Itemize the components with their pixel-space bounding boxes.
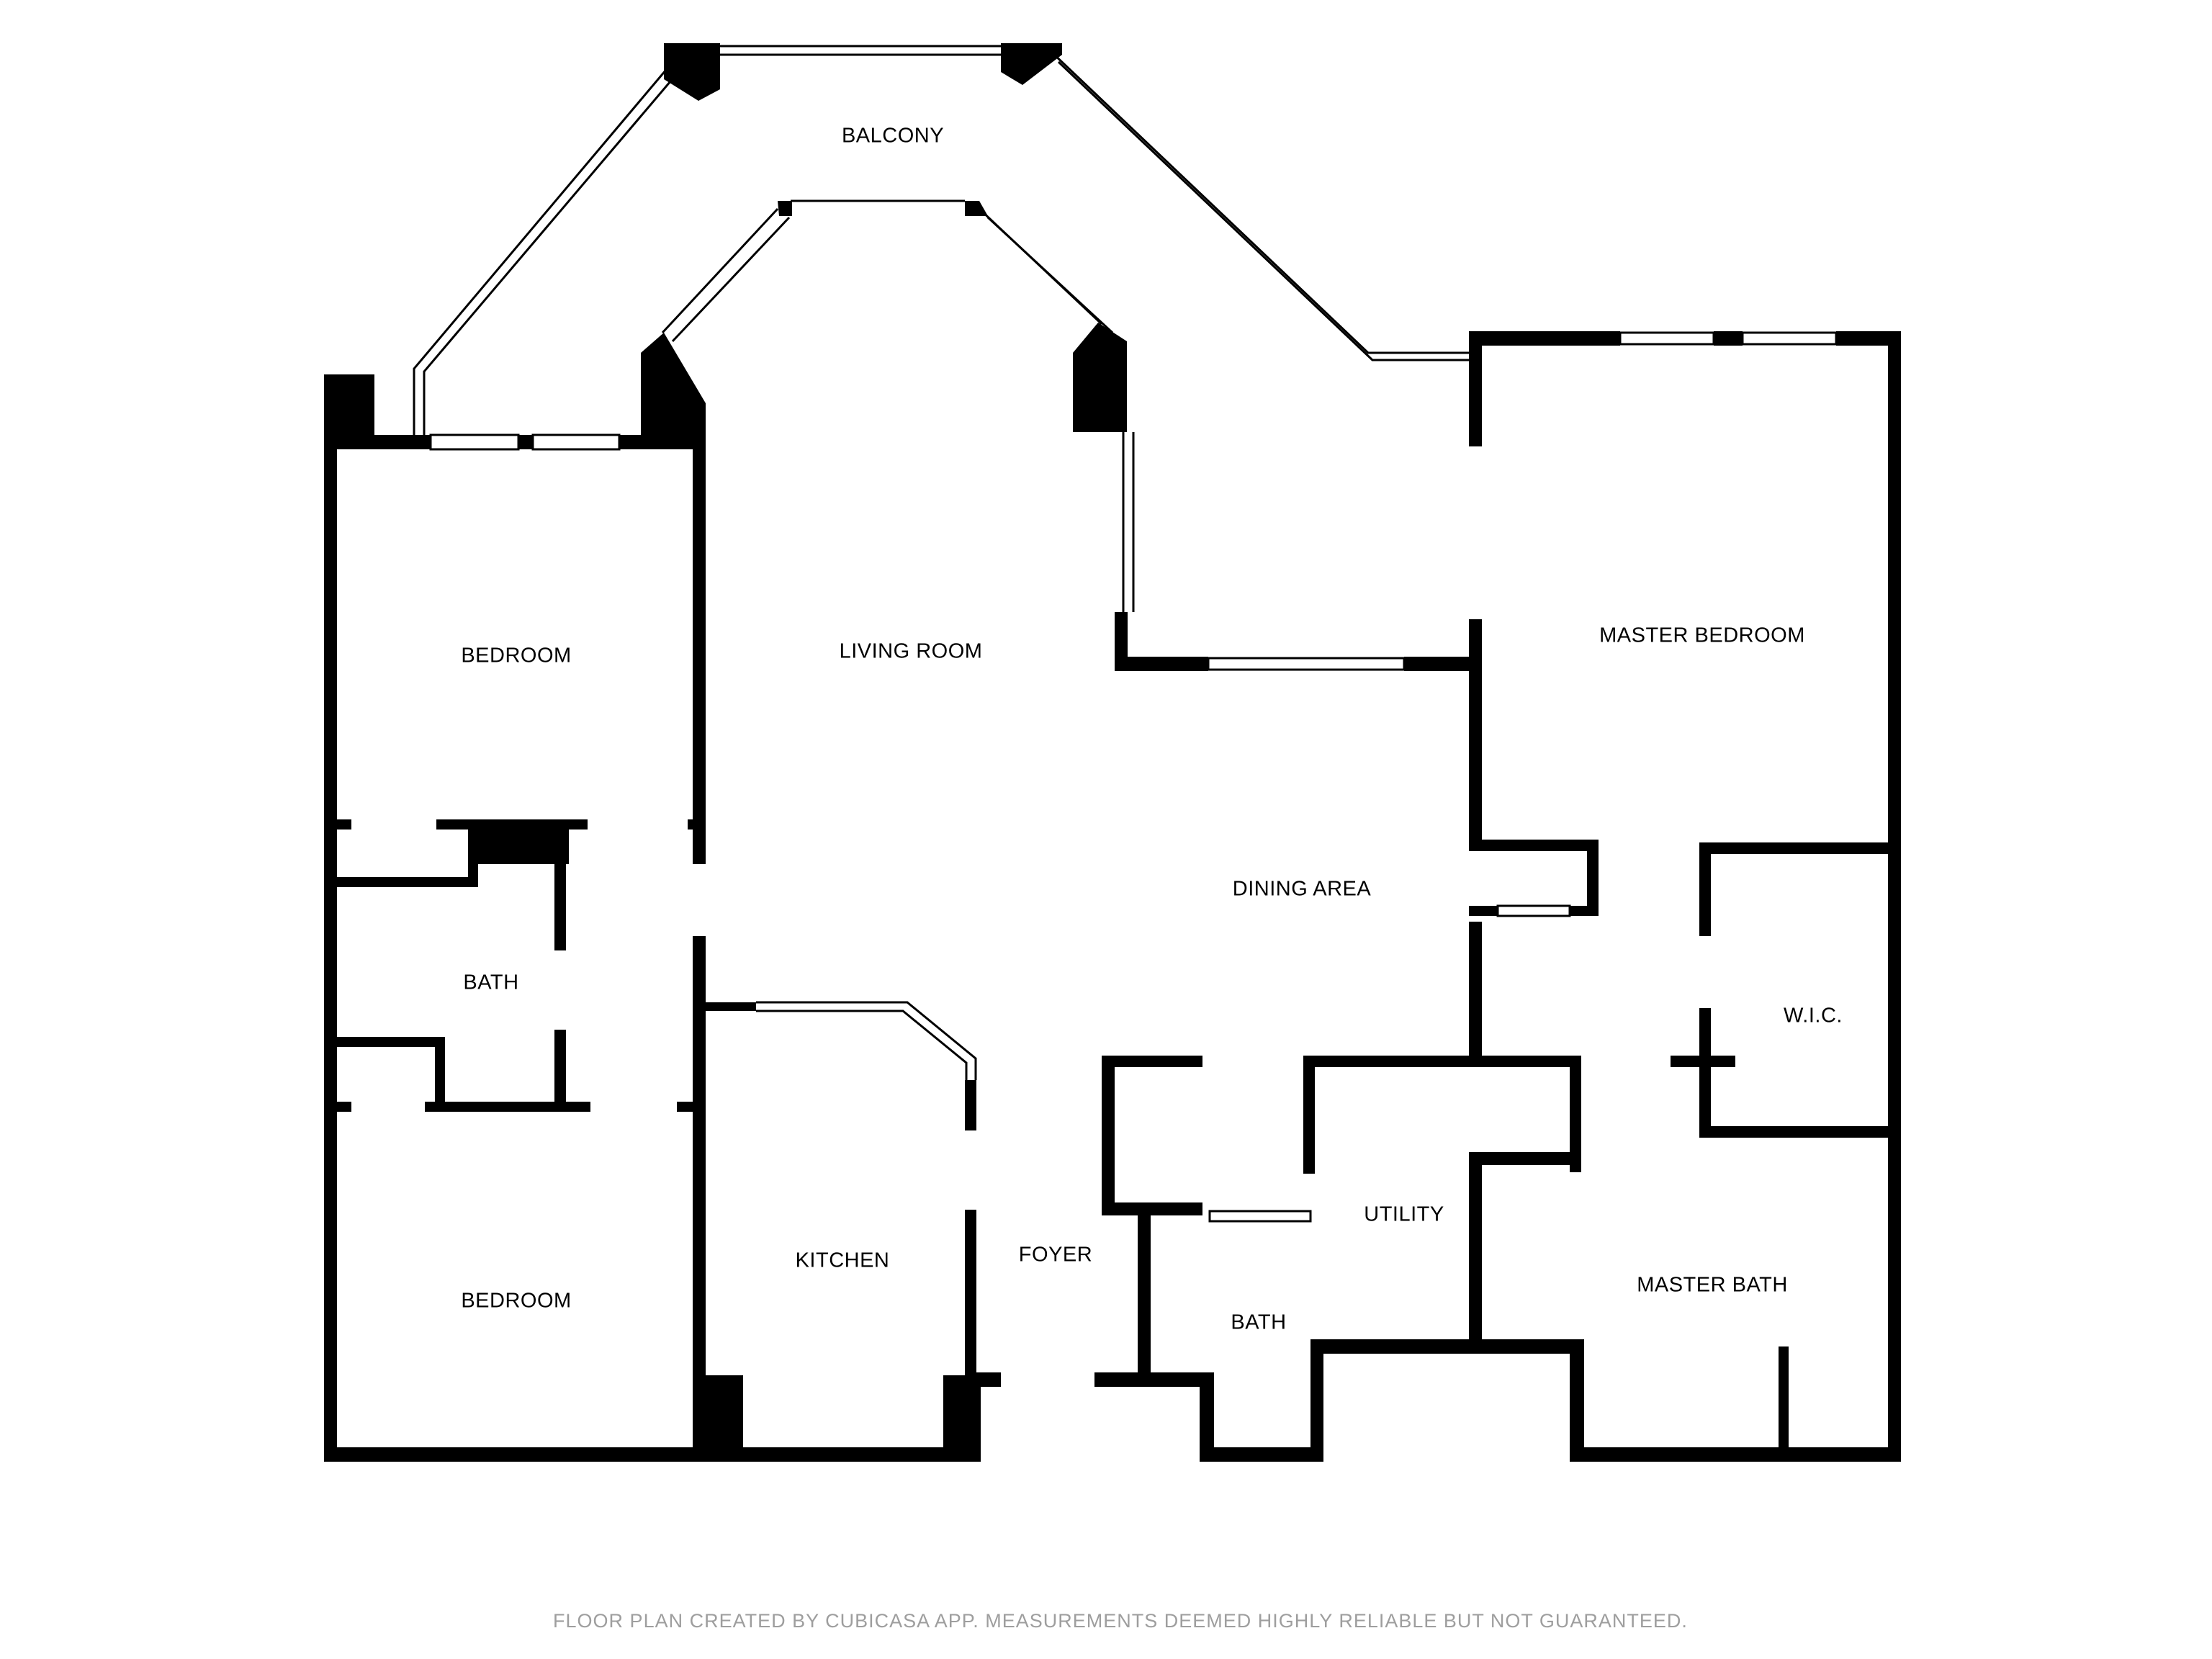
label-master-bedroom: MASTER BEDROOM — [1599, 624, 1805, 647]
label-bath-left: BATH — [463, 971, 518, 994]
label-balcony: BALCONY — [842, 125, 944, 148]
label-dining-area: DINING AREA — [1233, 878, 1372, 901]
label-bedroom-upper: BEDROOM — [461, 644, 571, 667]
label-master-bath: MASTER BATH — [1637, 1274, 1788, 1297]
balcony-post-right — [1001, 43, 1062, 85]
bay-corner-left — [778, 201, 792, 216]
windows — [429, 331, 1838, 1223]
label-kitchen: KITCHEN — [796, 1249, 890, 1272]
label-utility: UTILITY — [1364, 1203, 1444, 1226]
label-bath-center: BATH — [1231, 1311, 1286, 1334]
label-foyer: FOYER — [1019, 1244, 1092, 1267]
balcony-post-left — [664, 43, 720, 101]
label-living-room: LIVING ROOM — [840, 640, 983, 663]
walls — [324, 323, 1901, 1462]
footer-disclaimer: FLOOR PLAN CREATED BY CUBICASA APP. MEAS… — [553, 1610, 1688, 1632]
label-bedroom-lower: BEDROOM — [461, 1290, 571, 1313]
bay-corner-right — [965, 201, 988, 216]
bay-window — [661, 199, 1135, 612]
label-wic: W.I.C. — [1784, 1004, 1843, 1028]
balcony-railing — [413, 45, 1476, 442]
